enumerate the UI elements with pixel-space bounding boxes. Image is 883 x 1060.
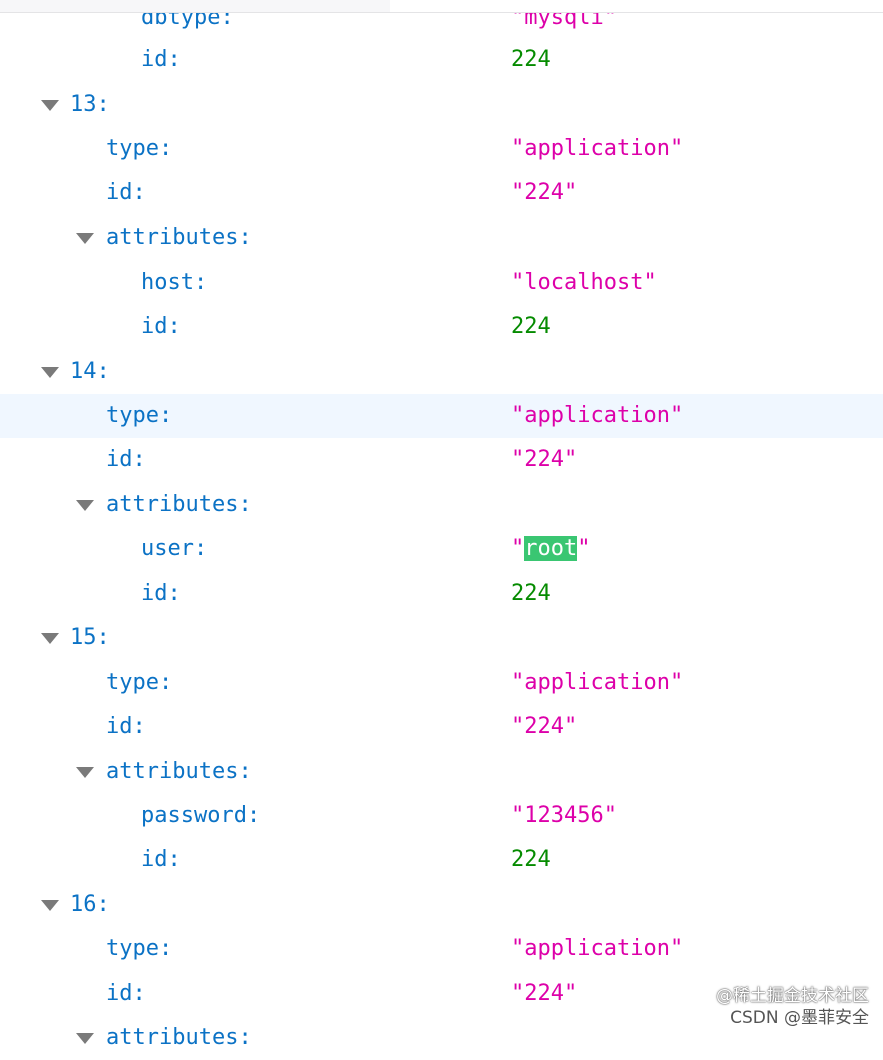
json-row[interactable]: id: 224 [0, 38, 883, 82]
json-key: user: [141, 536, 208, 561]
json-row[interactable]: user: "root" [0, 527, 883, 571]
json-row[interactable]: id: "224" [0, 705, 883, 749]
json-key: id: [106, 447, 146, 472]
json-string-value: "123456" [511, 803, 617, 828]
json-index-key: 15: [70, 625, 110, 650]
json-string-value: "root" [511, 527, 590, 571]
json-string-value: "224" [511, 447, 578, 472]
json-key: type: [106, 670, 173, 695]
toolbar-segment [0, 0, 390, 12]
toolbar-edge [0, 0, 883, 13]
quote-close: " [577, 536, 591, 561]
json-key: id: [141, 581, 181, 606]
json-key: id: [106, 981, 146, 1006]
json-key: attributes: [106, 225, 252, 250]
json-row-index-13[interactable]: 13: [0, 83, 883, 127]
json-key: id: [106, 714, 146, 739]
triangle-down-icon[interactable] [76, 500, 94, 511]
json-row[interactable]: type: "application" [0, 127, 883, 171]
triangle-down-icon[interactable] [76, 767, 94, 778]
json-string-value: "224" [511, 180, 578, 205]
quote-open: " [511, 536, 525, 561]
json-string-value: "localhost" [511, 270, 657, 295]
json-row[interactable]: id: "224" [0, 171, 883, 215]
json-index-key: 16: [70, 892, 110, 917]
json-row[interactable]: host: "localhost" [0, 261, 883, 305]
json-row[interactable]: id: "224" [0, 972, 883, 1016]
watermark: @稀土掘金技术社区 CSDN @墨菲安全 [716, 985, 869, 1029]
json-index-key: 14: [70, 359, 110, 384]
json-row[interactable]: type: "application" [0, 927, 883, 971]
triangle-down-icon[interactable] [41, 633, 59, 644]
triangle-down-icon[interactable] [41, 100, 59, 111]
json-key: attributes: [106, 1025, 252, 1050]
json-row-index-14[interactable]: 14: [0, 350, 883, 394]
json-row-attributes[interactable]: attributes: [0, 216, 883, 260]
json-key: id: [141, 314, 181, 339]
json-key: id: [141, 47, 181, 72]
json-index-key: 13: [70, 92, 110, 117]
json-number-value: 224 [511, 581, 551, 606]
json-row[interactable]: password: "123456" [0, 794, 883, 838]
json-number-value: 224 [511, 47, 551, 72]
json-row-attributes[interactable]: attributes: [0, 483, 883, 527]
json-string-value: "application" [511, 936, 684, 961]
json-number-value: 224 [511, 847, 551, 872]
triangle-down-icon[interactable] [76, 233, 94, 244]
json-row[interactable]: id: 224 [0, 838, 883, 882]
search-highlight: root [524, 536, 578, 561]
json-number-value: 224 [511, 314, 551, 339]
json-row-index-15[interactable]: 15: [0, 616, 883, 660]
json-string-value: "application" [511, 136, 684, 161]
json-row[interactable]: id: "224" [0, 438, 883, 482]
watermark-line-2: CSDN @墨菲安全 [730, 1008, 869, 1028]
json-key: type: [106, 936, 173, 961]
json-key: id: [106, 180, 146, 205]
json-key: host: [141, 270, 208, 295]
json-key: attributes: [106, 759, 252, 784]
json-key: id: [141, 847, 181, 872]
json-string-value: "224" [511, 714, 578, 739]
json-row-hovered[interactable]: type: "application" [0, 394, 883, 438]
json-key: attributes: [106, 492, 252, 517]
json-row[interactable]: id: 224 [0, 572, 883, 616]
json-string-value: "application" [511, 670, 684, 695]
triangle-down-icon[interactable] [41, 900, 59, 911]
json-key: type: [106, 136, 173, 161]
json-row-index-16[interactable]: 16: [0, 883, 883, 927]
json-string-value: "224" [511, 981, 578, 1006]
json-row[interactable]: type: "application" [0, 661, 883, 705]
json-key: password: [141, 803, 261, 828]
json-row[interactable]: id: 224 [0, 305, 883, 349]
json-row-attributes[interactable]: attributes: [0, 750, 883, 794]
json-key: type: [106, 403, 173, 428]
json-string-value: "application" [511, 403, 684, 428]
watermark-line-1: @稀土掘金技术社区 [716, 986, 869, 1006]
triangle-down-icon[interactable] [41, 367, 59, 378]
